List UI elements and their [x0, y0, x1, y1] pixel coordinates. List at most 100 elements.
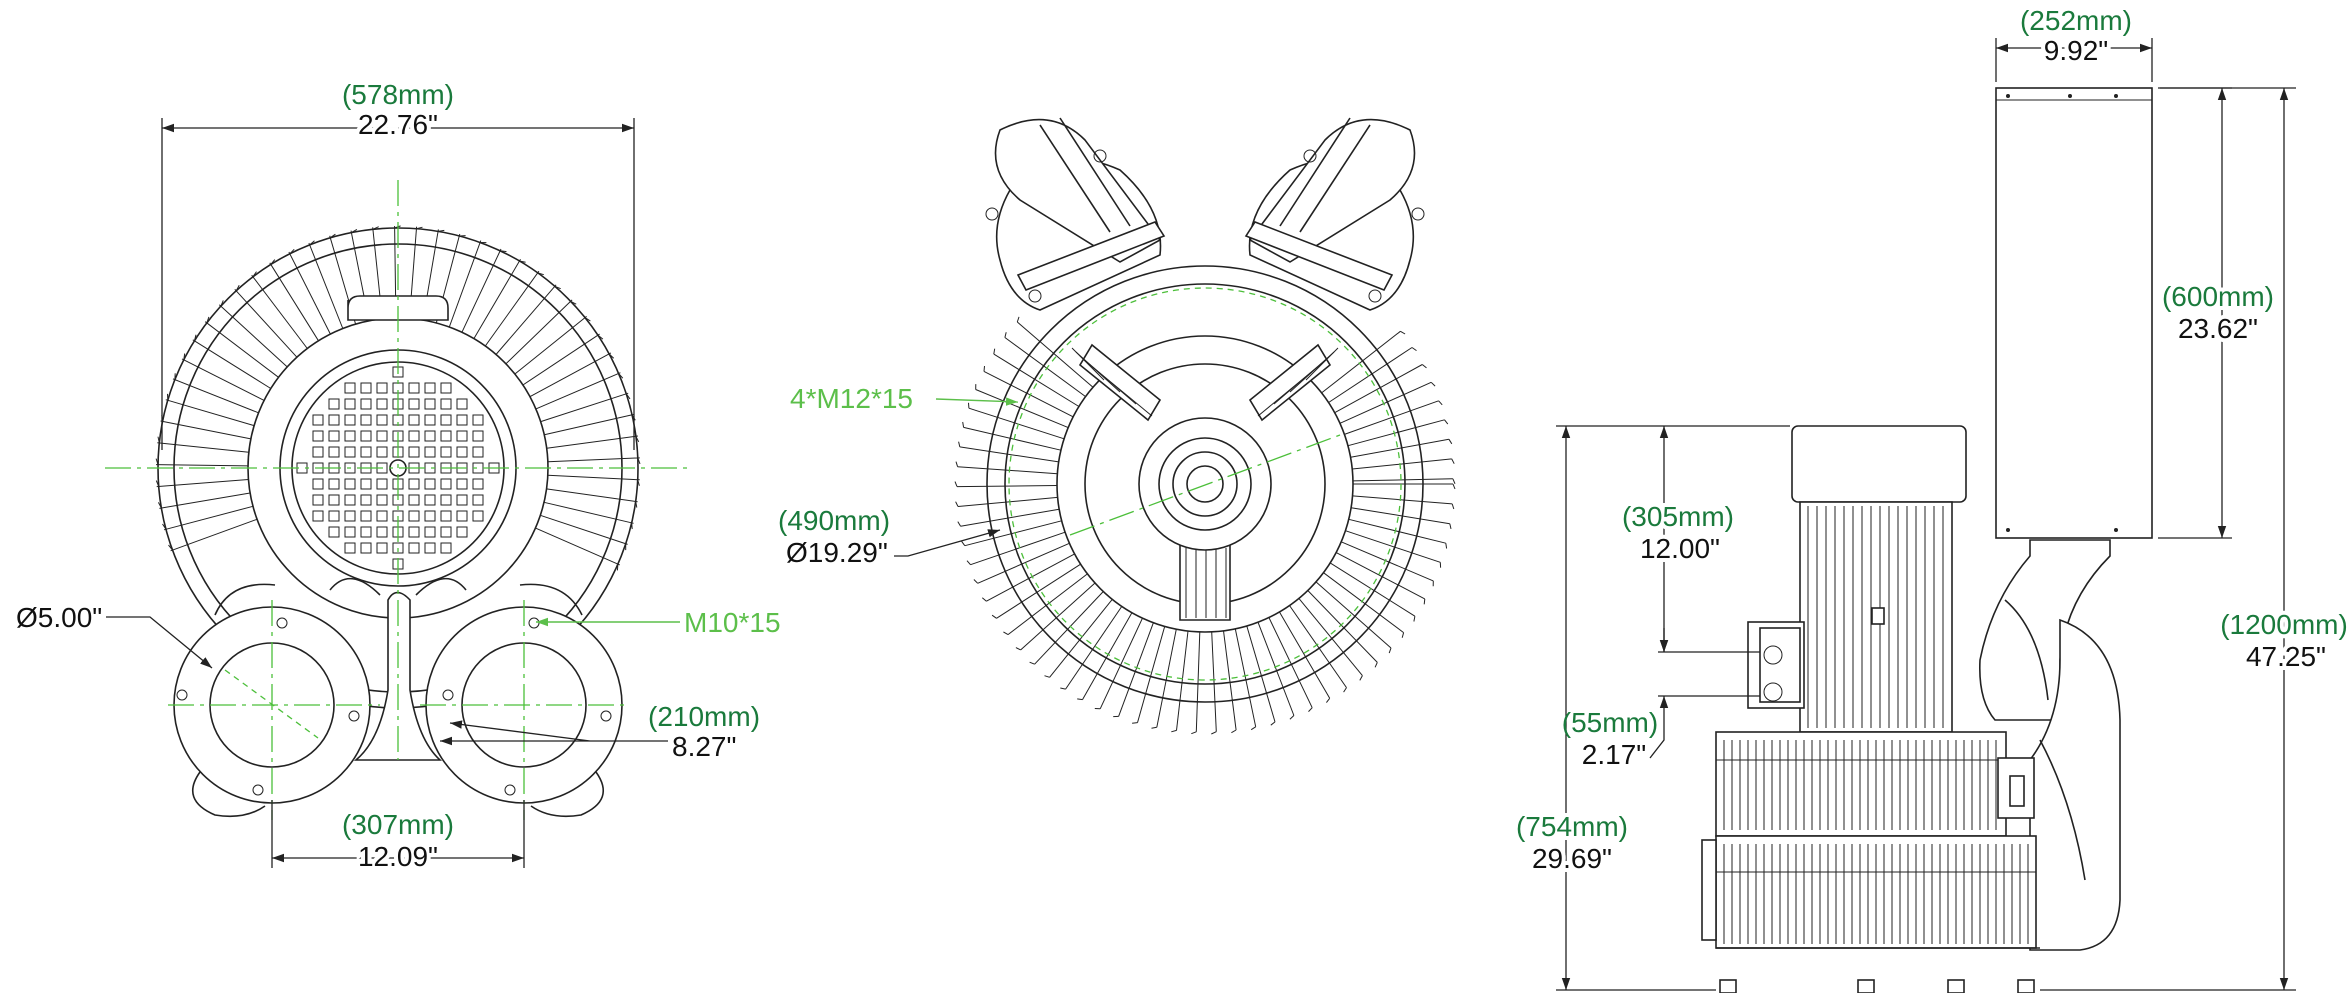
grid-opening: [344, 542, 356, 554]
fin-line: [1343, 687, 1347, 693]
fin-line: [1191, 731, 1197, 735]
grid-opening: [456, 478, 468, 490]
fin-line: [1231, 729, 1237, 734]
fin-line: [958, 441, 961, 448]
fin-line: [1029, 661, 1035, 665]
fin-line: [172, 378, 259, 414]
fin-line: [547, 474, 640, 481]
fin-line: [540, 392, 629, 423]
grid-opening: [344, 446, 356, 458]
grid-opening: [472, 430, 484, 442]
body-height-mm: (754mm): [1516, 811, 1628, 842]
fin-line: [957, 521, 962, 527]
fin-line: [970, 531, 1066, 566]
fin-line: [484, 270, 540, 347]
fin-line: [1334, 364, 1423, 414]
fin-line: [1268, 617, 1313, 708]
rear-bolt-circle-in: Ø19.29": [786, 537, 888, 568]
fin-line: [540, 514, 628, 545]
fin-line: [1007, 573, 1088, 635]
fin-line: [155, 464, 249, 467]
grid-opening: [360, 510, 372, 522]
grid-opening: [472, 446, 484, 458]
fin-line: [1388, 647, 1392, 654]
filter-width-mm: (252mm): [2020, 5, 2132, 36]
fin-line: [1071, 347, 1105, 381]
fin-line: [1413, 616, 1416, 622]
fin-line: [163, 505, 254, 531]
fin-line: [535, 372, 621, 410]
fin-line: [1321, 330, 1401, 394]
fin-line: [1065, 606, 1123, 690]
fin-line: [1257, 622, 1295, 716]
fin-line: [1015, 647, 1021, 651]
grid-opening: [376, 382, 388, 394]
fin-line: [1308, 707, 1313, 712]
fin-line: [959, 446, 1059, 463]
grid-opening: [376, 526, 388, 538]
fin-line: [957, 466, 1058, 475]
grid-opening: [440, 446, 452, 458]
port-diameter: Ø5.00": [16, 602, 102, 633]
box-in: 2.17": [1582, 739, 1646, 770]
grid-opening: [344, 430, 356, 442]
grid-opening: [360, 478, 372, 490]
fin-line: [1156, 629, 1177, 728]
grid-opening: [328, 478, 340, 490]
fin-line: [1077, 698, 1083, 701]
fin-line: [547, 457, 640, 463]
grid-opening: [360, 542, 372, 554]
fin-line: [1223, 630, 1237, 731]
fin-line: [956, 485, 1058, 488]
grid-opening: [472, 414, 484, 426]
grid-opening: [328, 398, 340, 410]
fin-line: [1329, 562, 1416, 617]
grid-opening: [312, 414, 324, 426]
fin-line: [991, 614, 997, 619]
fin-line: [983, 365, 985, 372]
fin-line: [546, 435, 638, 449]
fin-line: [1003, 631, 1009, 636]
fin-line: [522, 333, 600, 386]
fin-line: [473, 259, 521, 339]
fin-line: [1195, 631, 1201, 732]
fin-line: [1451, 503, 1455, 510]
fin-line: [986, 553, 1075, 602]
motor-top-mm: (305mm): [1622, 501, 1734, 532]
grid-opening: [328, 414, 340, 426]
fin-line: [288, 251, 331, 335]
fin-line: [1352, 478, 1453, 482]
fin-line: [181, 358, 265, 401]
grid-opening: [328, 526, 340, 538]
grid-opening: [472, 478, 484, 490]
fin-line: [1211, 731, 1217, 735]
mount-bolts-callout: 4*M12*15: [790, 383, 913, 414]
grid-opening: [456, 414, 468, 426]
fin-line: [1448, 438, 1453, 445]
fin-line: [1307, 590, 1378, 663]
fin-line: [993, 348, 996, 355]
fin-line: [968, 407, 1065, 440]
grid-opening: [312, 430, 324, 442]
fin-line: [1400, 330, 1406, 335]
grid-opening: [360, 494, 372, 506]
fin-line: [1451, 458, 1455, 464]
grid-opening: [328, 430, 340, 442]
fin-line: [975, 389, 1069, 429]
fin-line: [1016, 321, 1094, 388]
grid-opening: [312, 510, 324, 522]
grid-opening: [408, 398, 420, 410]
fin-line: [1034, 591, 1104, 665]
grid-opening: [408, 430, 420, 442]
fin-line: [954, 481, 958, 487]
fin-line: [981, 597, 987, 602]
fin-line: [1020, 582, 1096, 651]
front-cooling-fins: [155, 225, 641, 571]
grid-opening: [376, 414, 388, 426]
fin-line: [1176, 630, 1189, 731]
grid-opening: [456, 526, 468, 538]
grid-opening: [456, 494, 468, 506]
fin-line: [960, 508, 1060, 527]
grid-opening: [424, 526, 436, 538]
rear-cooling-fins: [954, 316, 1456, 735]
